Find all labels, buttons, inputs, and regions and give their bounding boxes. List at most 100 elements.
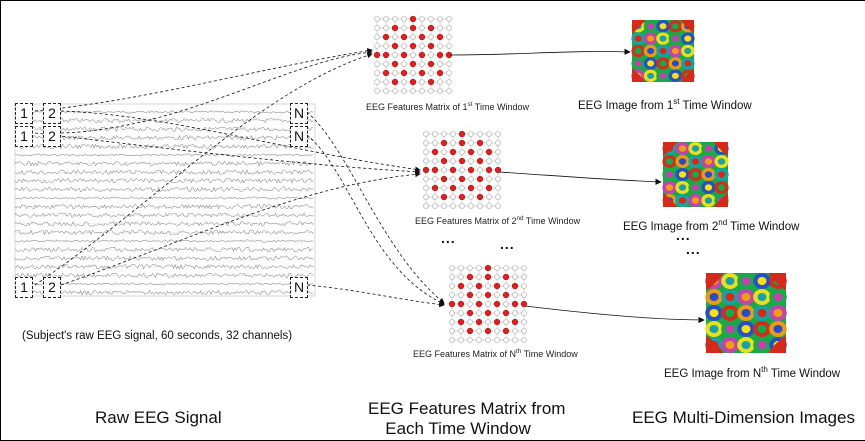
heatmap-core (704, 145, 713, 152)
matrix-node (446, 61, 452, 67)
matrix-node (521, 265, 527, 271)
image-caption-nth: EEG Image from Nth Time Window (664, 365, 841, 380)
matrix-node (410, 88, 416, 94)
heatmap-corner (713, 142, 728, 157)
heatmap-core (741, 293, 751, 301)
matrix-node (476, 310, 482, 316)
heatmap-core (671, 35, 679, 42)
matrix-node (449, 274, 455, 280)
matrix-node (428, 88, 434, 94)
matrix-node (437, 25, 443, 31)
matrix-node (458, 310, 464, 316)
heatmap-core (665, 184, 674, 191)
eeg-image-1st (631, 20, 695, 83)
arrow-w1b-to-matrix1 (60, 49, 373, 134)
matrix-node-active (382, 69, 390, 77)
matrix-node (521, 310, 527, 316)
matrix-node (383, 16, 389, 22)
heatmap-core (634, 35, 642, 42)
matrix-node-active (427, 78, 435, 86)
matrix-node-active (391, 78, 399, 86)
heatmap-core (647, 35, 655, 42)
eeg-channel-trace (14, 177, 314, 184)
matrix-node-active (382, 33, 390, 41)
matrix-node (374, 34, 380, 40)
section-title-matrix-line2: Each Time Window (385, 419, 531, 438)
matrix-node (477, 203, 483, 209)
matrix-node (374, 16, 380, 22)
heatmap-core (741, 309, 751, 317)
matrix-node-active (457, 282, 465, 290)
eeg-images (631, 20, 787, 353)
heatmap-core (665, 171, 674, 178)
matrix-node-active (485, 184, 493, 192)
heatmap-core (773, 309, 783, 317)
matrix-node (521, 319, 527, 325)
matrix-node-active (427, 24, 435, 32)
matrix-node-active (484, 309, 492, 317)
matrix-node-active (475, 282, 483, 290)
matrix-node-active (448, 300, 456, 308)
matrix-node (401, 16, 407, 22)
matrix-node (458, 328, 464, 334)
matrix-node-active (466, 291, 474, 299)
heatmap-core (671, 60, 679, 67)
matrix-node (419, 61, 425, 67)
eeg-channel-trace (14, 153, 314, 157)
heatmap-corner (706, 335, 724, 353)
matrix-node-active (440, 175, 448, 183)
matrix-top-mark: · (492, 260, 493, 264)
matrix-node (449, 310, 455, 316)
matrix-node-active (485, 148, 493, 156)
matrix-node-active (409, 42, 417, 50)
matrix-node-active (400, 33, 408, 41)
matrix-node-active (418, 69, 426, 77)
matrix-node (477, 185, 483, 191)
signal-note: (Subject's raw EEG signal, 60 seconds, 3… (22, 330, 293, 342)
matrix-node (468, 158, 474, 164)
heatmap-core (671, 23, 679, 30)
matrix-node (495, 149, 501, 155)
matrix-node (494, 337, 500, 343)
arrow-wn-to-matrixn (306, 111, 445, 304)
matrix-node (419, 43, 425, 49)
matrix-node (383, 88, 389, 94)
matrix-node (383, 25, 389, 31)
heatmap-corner (663, 142, 678, 157)
matrix-node-active (476, 139, 484, 147)
matrix-node (374, 79, 380, 85)
matrix-node (459, 167, 465, 173)
matrix-node (374, 43, 380, 49)
matrix-node (410, 52, 416, 58)
heatmap-core (725, 325, 735, 333)
matrix-node-active (391, 60, 399, 68)
heatmap-core (647, 72, 655, 79)
matrix-node (458, 265, 464, 271)
matrix-node (423, 158, 429, 164)
section-title-raw: Raw EEG Signal (95, 408, 222, 427)
eeg-channel-trace (14, 160, 314, 167)
arrow-w2-to-matrix2 (60, 110, 421, 173)
matrix-node (458, 292, 464, 298)
window-label-1-row1: 1 (15, 103, 33, 124)
matrix-node (459, 203, 465, 209)
matrix-node (449, 265, 455, 271)
heatmap-core (757, 277, 767, 285)
matrix-node-active (409, 15, 417, 23)
matrix-node-active (431, 184, 439, 192)
arrow-matrix2-to-image2 (498, 171, 662, 185)
matrix-node (476, 274, 482, 280)
matrix-node (432, 194, 438, 200)
matrix-node-active (458, 139, 466, 147)
matrix-node (503, 283, 509, 289)
matrix-node (374, 88, 380, 94)
heatmap-core (659, 72, 667, 79)
window-label-2-row1: 2 (43, 103, 61, 124)
matrix-node (432, 140, 438, 146)
heatmap-core (725, 341, 735, 349)
matrix-node (401, 61, 407, 67)
heatmap-core (757, 293, 767, 301)
matrix-node-active (511, 300, 519, 308)
matrix-node (392, 16, 398, 22)
heatmap-core (725, 293, 735, 301)
